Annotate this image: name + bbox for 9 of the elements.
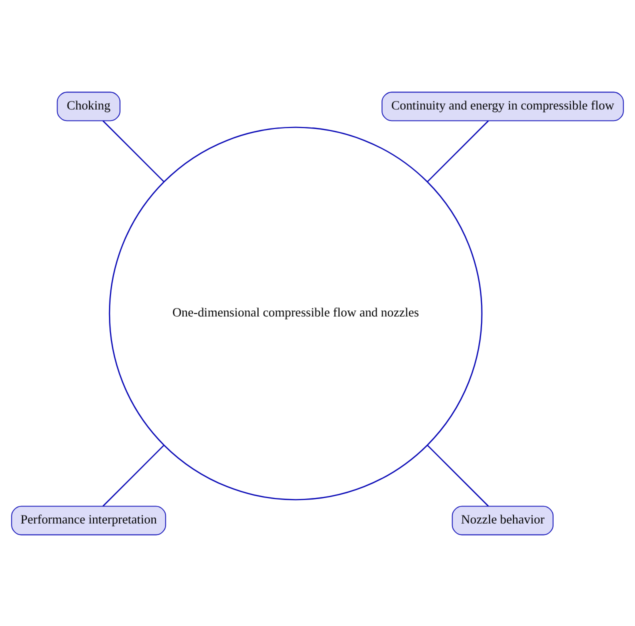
node-box: Choking: [56, 91, 120, 121]
node-box: Performance interpretation: [11, 505, 166, 535]
connector: [102, 120, 164, 182]
node-box: Nozzle behavior: [452, 505, 554, 535]
connector: [427, 120, 489, 182]
node-box: Continuity and energy in compressible flow: [382, 91, 624, 121]
node-circle: One-dimensional compressible flow and nozzles: [108, 126, 482, 500]
connector: [427, 444, 489, 506]
connector: [102, 444, 164, 506]
